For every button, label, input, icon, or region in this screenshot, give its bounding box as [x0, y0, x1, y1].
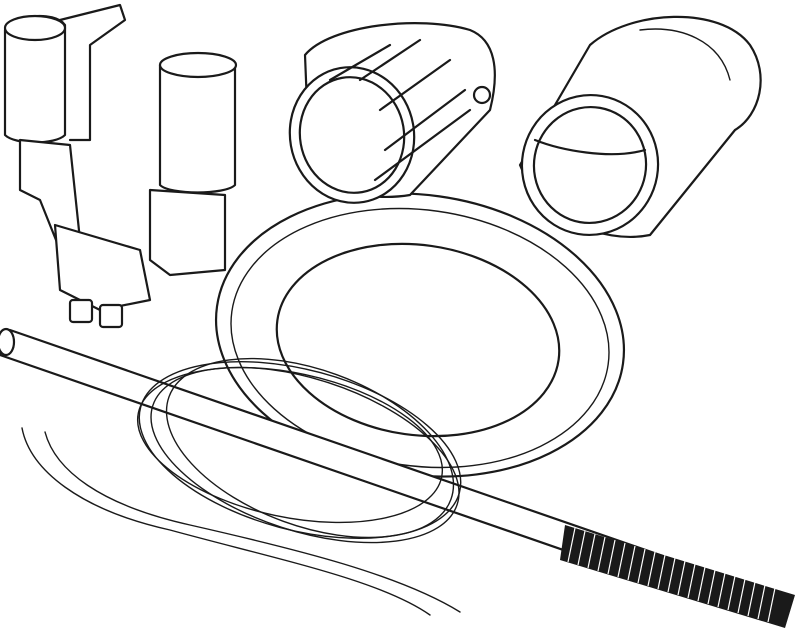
- wire-coil: [21, 357, 462, 616]
- flush-box: [288, 22, 496, 204]
- sleeve-coupler: [518, 15, 762, 238]
- clip-holder: [3, 3, 238, 329]
- threaded-rod: [0, 327, 795, 628]
